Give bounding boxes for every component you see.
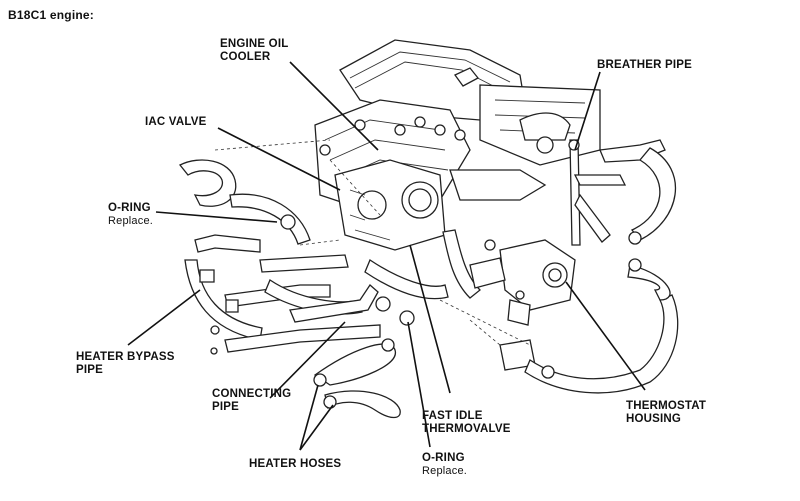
label-connecting-pipe: CONNECTING PIPE — [212, 388, 291, 414]
label-o-ring-bottom-title: O-RING — [422, 452, 465, 464]
label-thermostat-line1: THERMOSTAT — [626, 400, 707, 412]
thermostat-housing — [469, 239, 679, 394]
breather-pipe — [568, 139, 677, 246]
label-heater-bypass-line1: HEATER BYPASS — [76, 351, 175, 363]
label-connecting-line2: PIPE — [212, 401, 240, 413]
heater-hoses — [313, 338, 401, 419]
label-heater-bypass-line2: PIPE — [76, 364, 104, 376]
label-o-ring-top: O-RING Replace. — [108, 202, 153, 228]
engine-block — [314, 39, 601, 251]
connecting-hoses — [229, 193, 481, 326]
label-connecting-line1: CONNECTING — [212, 388, 292, 400]
label-breather-pipe: BREATHER PIPE — [597, 59, 693, 71]
label-thermostat-housing: THERMOSTAT HOUSING — [626, 400, 706, 426]
label-o-ring-top-title: O-RING — [108, 202, 151, 214]
diagram-title: B18C1 engine: — [8, 8, 94, 22]
label-engine-oil-cooler-line2: COOLER — [220, 51, 271, 63]
label-o-ring-bottom: O-RING Replace. — [422, 452, 467, 478]
label-fast-idle-line2: THERMOVALVE — [422, 423, 511, 435]
label-heater-bypass-pipe: HEATER BYPASS PIPE — [76, 351, 175, 377]
label-o-ring-top-note: Replace. — [108, 215, 154, 227]
label-heater-hoses: HEATER HOSES — [249, 458, 342, 470]
label-iac-valve: IAC VALVE — [145, 116, 207, 128]
label-engine-oil-cooler: ENGINE OIL COOLER — [220, 38, 288, 64]
label-fast-idle-line1: FAST IDLE — [422, 410, 483, 422]
label-thermostat-line2: HOUSING — [626, 413, 682, 425]
routing-lines — [214, 139, 531, 346]
label-o-ring-bottom-note: Replace. — [422, 465, 468, 477]
label-fast-idle-thermovalve: FAST IDLE THERMOVALVE — [422, 410, 511, 436]
label-engine-oil-cooler-line1: ENGINE OIL — [220, 38, 289, 50]
leader-lines — [127, 61, 646, 451]
